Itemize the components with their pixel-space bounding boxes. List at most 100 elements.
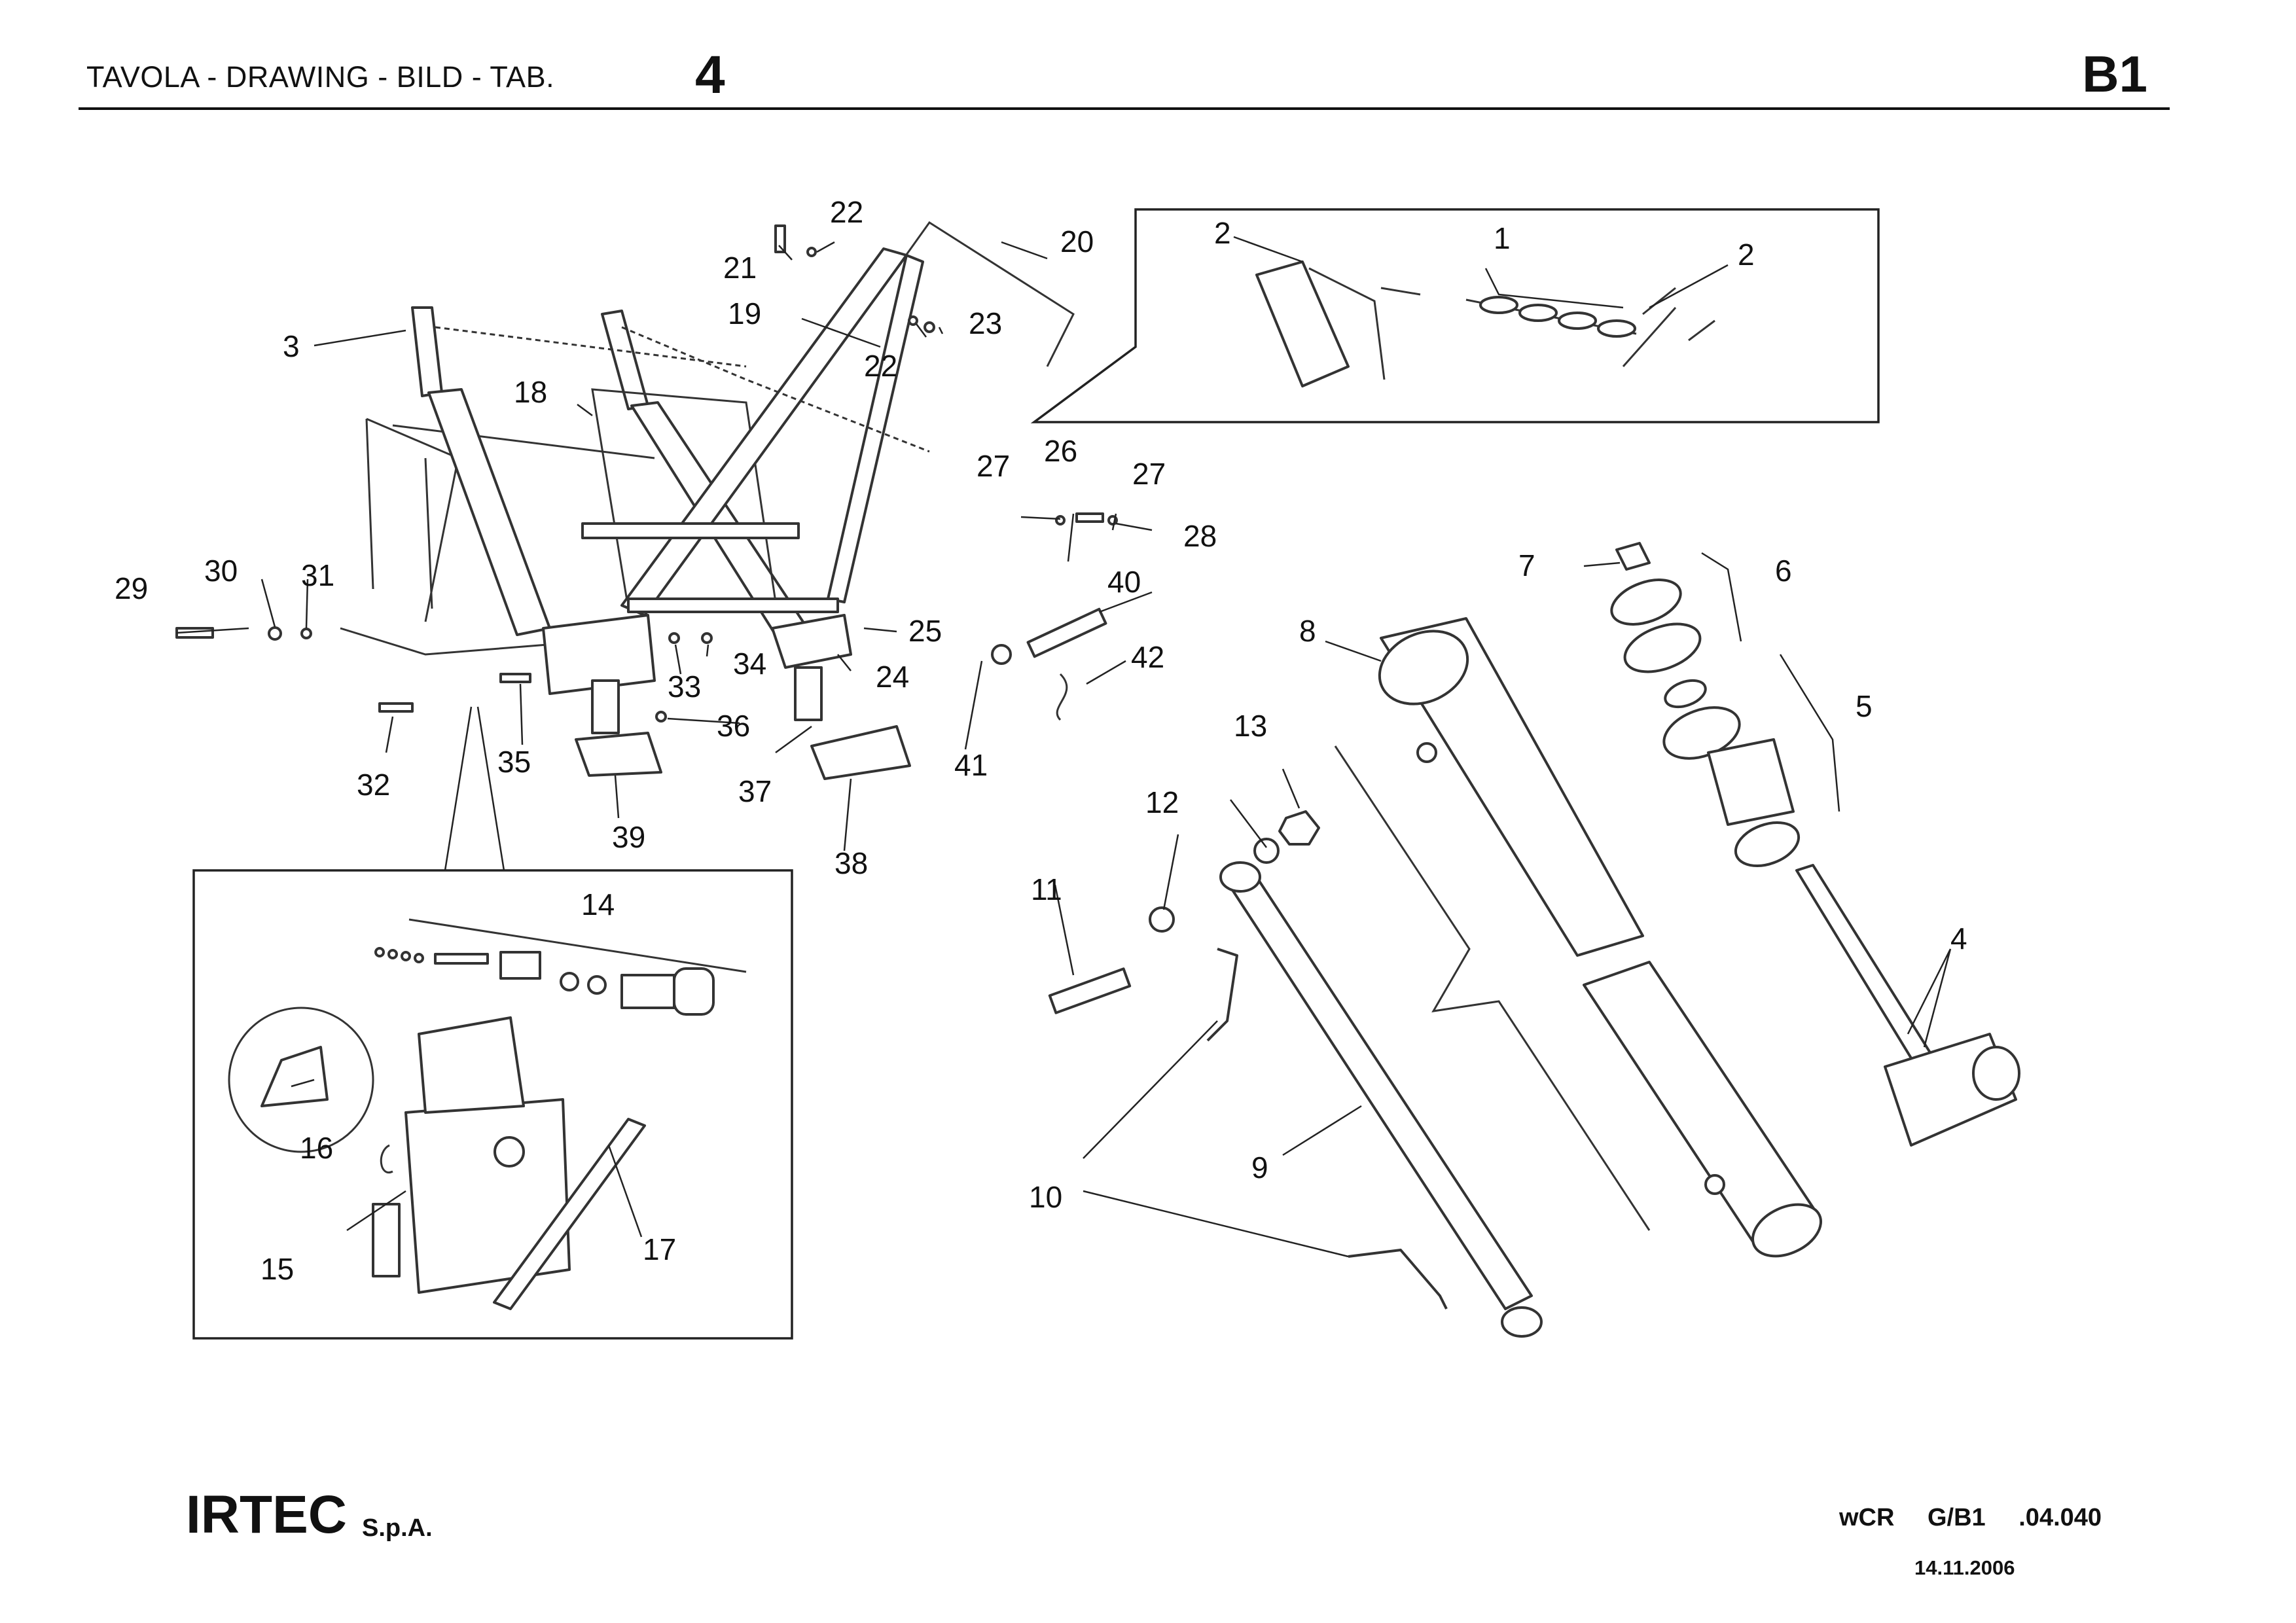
callout-19: 19 — [728, 296, 761, 330]
callout-25: 25 — [908, 614, 942, 648]
seal-6b — [1623, 622, 1702, 673]
cross-bar-lower — [627, 597, 839, 613]
cross-bar — [581, 522, 800, 539]
washer-30 — [268, 626, 282, 641]
callout-39: 39 — [612, 820, 645, 854]
callout-12: 12 — [1145, 785, 1179, 819]
frame-assembly — [175, 221, 1118, 780]
callout-6: 6 — [1775, 554, 1792, 588]
washer-27a — [1055, 515, 1066, 526]
callout-17: 17 — [643, 1232, 676, 1266]
washer-31 — [300, 628, 312, 639]
chain-detail-inset — [1030, 208, 1880, 423]
callout-5: 5 — [1856, 689, 1873, 723]
callout-16: 16 — [300, 1131, 333, 1165]
rod-end-eye — [1972, 1046, 2020, 1101]
callout-35: 35 — [497, 745, 531, 779]
callout-26: 26 — [1044, 434, 1077, 468]
washer-22 — [806, 247, 817, 257]
hose-fitting-10b — [1348, 1249, 1448, 1310]
split-pin-42 — [1056, 673, 1068, 721]
callout-31: 31 — [301, 558, 334, 592]
pin-40 — [1026, 607, 1107, 658]
o-ring-5a — [1664, 679, 1707, 709]
callout-18: 18 — [514, 375, 547, 409]
callout-22b: 22 — [864, 349, 897, 383]
cylinder-rod-9 — [1223, 866, 1533, 1310]
cylinder-barrel-lower — [1583, 961, 1821, 1245]
nut-23 — [924, 321, 935, 333]
bolt-21 — [774, 224, 786, 253]
callout-29: 29 — [115, 571, 148, 605]
chains — [435, 326, 930, 453]
callout-38: 38 — [834, 846, 868, 880]
washer-41 — [991, 644, 1012, 665]
callout-23: 23 — [969, 306, 1002, 340]
callout-36: 36 — [717, 709, 750, 743]
section-code: B1 — [2082, 45, 2147, 103]
drawing-title: TAVOLA - DRAWING - BILD - TAB. — [86, 60, 555, 94]
hose-fitting-10a — [1206, 948, 1238, 1042]
detail-circle-16 — [228, 1007, 374, 1153]
callout-41: 41 — [954, 748, 988, 782]
callout-2a: 2 — [1214, 216, 1231, 250]
callout-32: 32 — [357, 768, 390, 802]
callout-4: 4 — [1950, 921, 1967, 955]
callout-40: 40 — [1107, 565, 1141, 599]
washer-12b — [1253, 838, 1280, 864]
document-code: wCR G/B1 .04.040 — [1839, 1504, 2102, 1531]
pin-26 — [1075, 512, 1104, 523]
callout-2b: 2 — [1738, 238, 1755, 272]
bolt-35 — [499, 673, 531, 683]
pump-lever-17 — [493, 1118, 646, 1310]
piston-rod-4 — [1795, 864, 1932, 1065]
document-date: 14.11.2006 — [1914, 1556, 2015, 1579]
seal-5c — [1734, 821, 1801, 867]
bolt-11 — [1048, 967, 1132, 1014]
table-number: 4 — [695, 45, 725, 105]
callout-28: 28 — [1183, 519, 1217, 553]
callout-3: 3 — [283, 329, 300, 363]
foot-bracket-right — [771, 614, 852, 669]
washer-12a — [1149, 906, 1175, 933]
callout-11: 11 — [1031, 872, 1062, 906]
foot-post-right — [794, 666, 823, 721]
arm-19-b — [827, 254, 924, 603]
inset-frame-chain — [1030, 208, 1880, 423]
valve-parts-14 — [374, 947, 715, 1016]
pump-inset — [192, 706, 793, 1340]
rod-eye-bottom — [1501, 1306, 1543, 1338]
callout-37: 37 — [738, 774, 772, 808]
pump-bracket — [372, 1203, 401, 1277]
callout-14: 14 — [581, 887, 615, 921]
top-frame-20 — [895, 221, 1075, 367]
nut-36 — [655, 711, 667, 722]
cylinder-barrel-8 — [1380, 617, 1644, 957]
post-left — [1255, 260, 1350, 387]
foot-bracket-left — [542, 614, 656, 695]
cylinder-assembly — [1048, 542, 2020, 1338]
callout-10: 10 — [1029, 1180, 1062, 1214]
valve-bracket-14 — [408, 918, 747, 973]
callout-20: 20 — [1060, 224, 1094, 259]
callout-33: 33 — [668, 669, 701, 704]
detail-part-16 — [260, 1046, 329, 1107]
nut-7 — [1615, 542, 1651, 571]
callout-27b: 27 — [1132, 457, 1166, 491]
pump-head — [418, 1016, 525, 1114]
callout-1: 1 — [1494, 221, 1511, 255]
callout-24: 24 — [876, 660, 909, 694]
callout-13: 13 — [1234, 709, 1267, 743]
callout-8: 8 — [1299, 614, 1316, 648]
callout-labels: 1 2 2 3 4 5 6 7 8 9 10 11 12 13 14 15 16… — [115, 195, 1967, 1286]
foot-39 — [575, 732, 662, 777]
callout-42: 42 — [1131, 640, 1164, 674]
callout-7: 7 — [1518, 548, 1535, 582]
callout-21: 21 — [723, 251, 757, 285]
rod-eye-top — [1219, 861, 1261, 893]
callout-22a: 22 — [830, 195, 863, 229]
seal-6a — [1610, 579, 1682, 626]
washer-33 — [668, 632, 680, 644]
inset-frame-pump — [192, 869, 793, 1340]
